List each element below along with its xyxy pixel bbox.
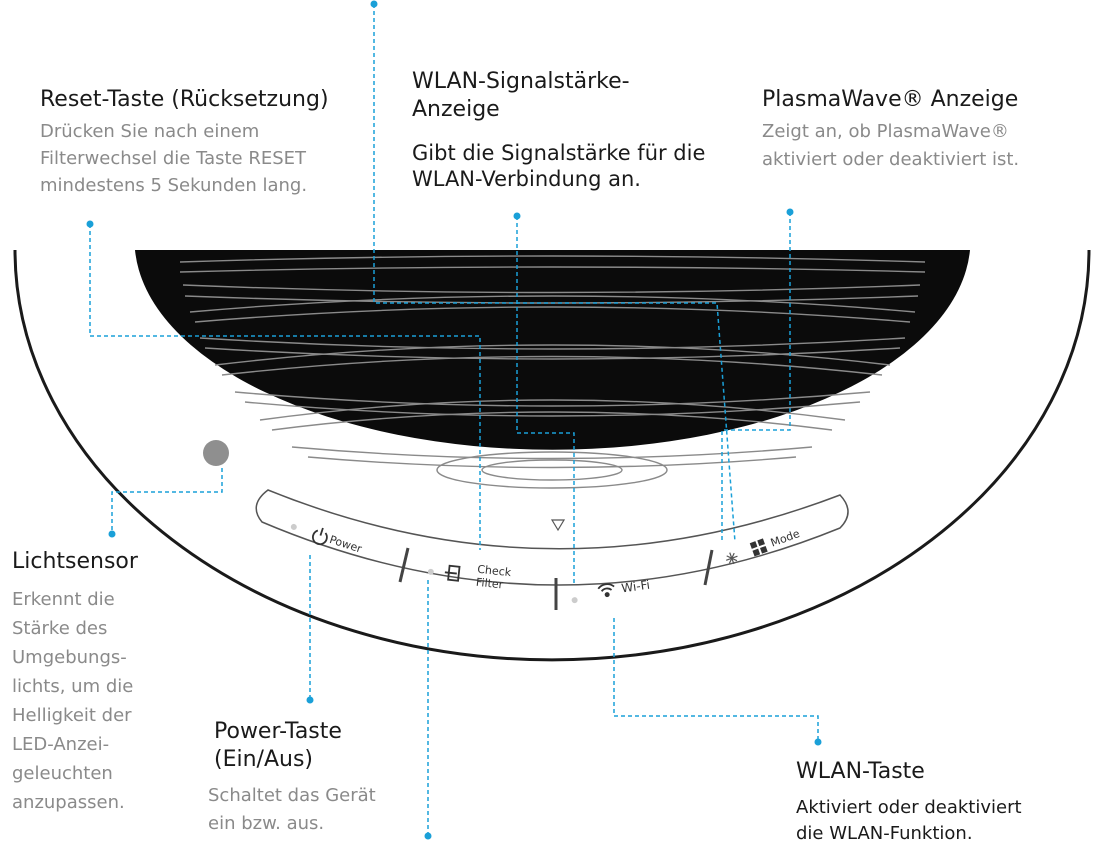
leader-line-wifi-signal xyxy=(516,216,575,585)
light-sensor-line-4: lichts, um die xyxy=(12,676,134,697)
wifi-icon xyxy=(597,583,615,598)
mode-icon xyxy=(749,538,768,557)
reset-title: Reset-Taste (Rücksetzung) xyxy=(40,87,329,112)
divider xyxy=(398,547,410,583)
wifi-signal-line-1: Gibt die Signalstärke für die xyxy=(412,141,706,165)
divider xyxy=(703,549,714,586)
wifi-signal-title-1: WLAN-Signalstärke- xyxy=(412,69,630,94)
power-title-2: (Ein/Aus) xyxy=(214,747,313,772)
check-filter-button[interactable]: Check Filter xyxy=(427,558,513,593)
reset-line-2: Filterwechsel die Taste RESET xyxy=(40,148,307,169)
wifi-button-line-1: Aktiviert oder deaktiviert xyxy=(796,797,1022,818)
leader-dot xyxy=(814,738,822,746)
plasmawave-line-2: aktiviert oder deaktiviert ist. xyxy=(762,149,1020,170)
leader-dot xyxy=(370,0,378,8)
leader-dot xyxy=(86,220,94,228)
wifi-signal-title-2: Anzeige xyxy=(412,97,500,122)
wifi-button-title: WLAN-Taste xyxy=(796,759,925,784)
light-sensor-dot xyxy=(203,440,229,466)
leader-line-reset xyxy=(89,224,481,550)
check-filter-led xyxy=(427,568,434,575)
light-sensor-title: Lichtsensor xyxy=(12,549,138,574)
wifi-button-line-2: die WLAN-Funktion. xyxy=(796,823,973,844)
power-led xyxy=(290,523,297,530)
leader-dot xyxy=(306,696,314,704)
light-sensor-line-2: Stärke des xyxy=(12,618,108,639)
leader-line-plasmawave xyxy=(721,212,791,542)
plasmawave-indicator-icon xyxy=(725,552,738,565)
wifi-label: Wi-Fi xyxy=(620,578,650,596)
light-sensor-line-8: anzupassen. xyxy=(12,792,125,813)
power-icon xyxy=(312,527,328,546)
filter-label: Filter xyxy=(475,576,504,592)
wifi-signal-led xyxy=(571,597,578,604)
light-sensor-line-7: geleuchten xyxy=(12,763,113,784)
leader-dot xyxy=(786,208,794,216)
light-sensor-line-3: Umgebungs- xyxy=(12,647,127,668)
power-line-1: Schaltet das Gerät xyxy=(208,785,376,806)
device-body-outline xyxy=(13,249,1091,662)
power-title-1: Power-Taste xyxy=(214,719,342,744)
reset-line-3: mindestens 5 Sekunden lang. xyxy=(40,175,308,196)
leader-dot xyxy=(108,530,116,538)
light-sensor-line-1: Erkennt die xyxy=(12,589,115,610)
leader-line-light-sensor xyxy=(111,468,223,534)
filter-icon xyxy=(444,564,461,582)
leader-dot xyxy=(513,212,521,220)
grille-slats xyxy=(179,255,926,489)
wifi-signal-line-2: WLAN-Verbindung an. xyxy=(412,167,641,191)
leader-line-top xyxy=(373,4,736,543)
power-line-2: ein bzw. aus. xyxy=(208,813,325,834)
leader-line-wifi-button xyxy=(613,618,819,742)
plasmawave-line-1: Zeigt an, ob PlasmaWave® xyxy=(762,121,1009,142)
check-label: Check xyxy=(477,563,513,580)
leader-dot xyxy=(424,832,432,840)
wifi-button[interactable]: Wi-Fi xyxy=(570,578,651,604)
light-sensor-line-6: LED-Anzei- xyxy=(12,734,110,755)
plasmawave-title: PlasmaWave® Anzeige xyxy=(762,87,1019,112)
indicator-triangle-icon xyxy=(550,519,566,532)
reset-line-1: Drücken Sie nach einem xyxy=(40,121,260,142)
light-sensor-line-5: Helligkeit der xyxy=(12,705,132,726)
